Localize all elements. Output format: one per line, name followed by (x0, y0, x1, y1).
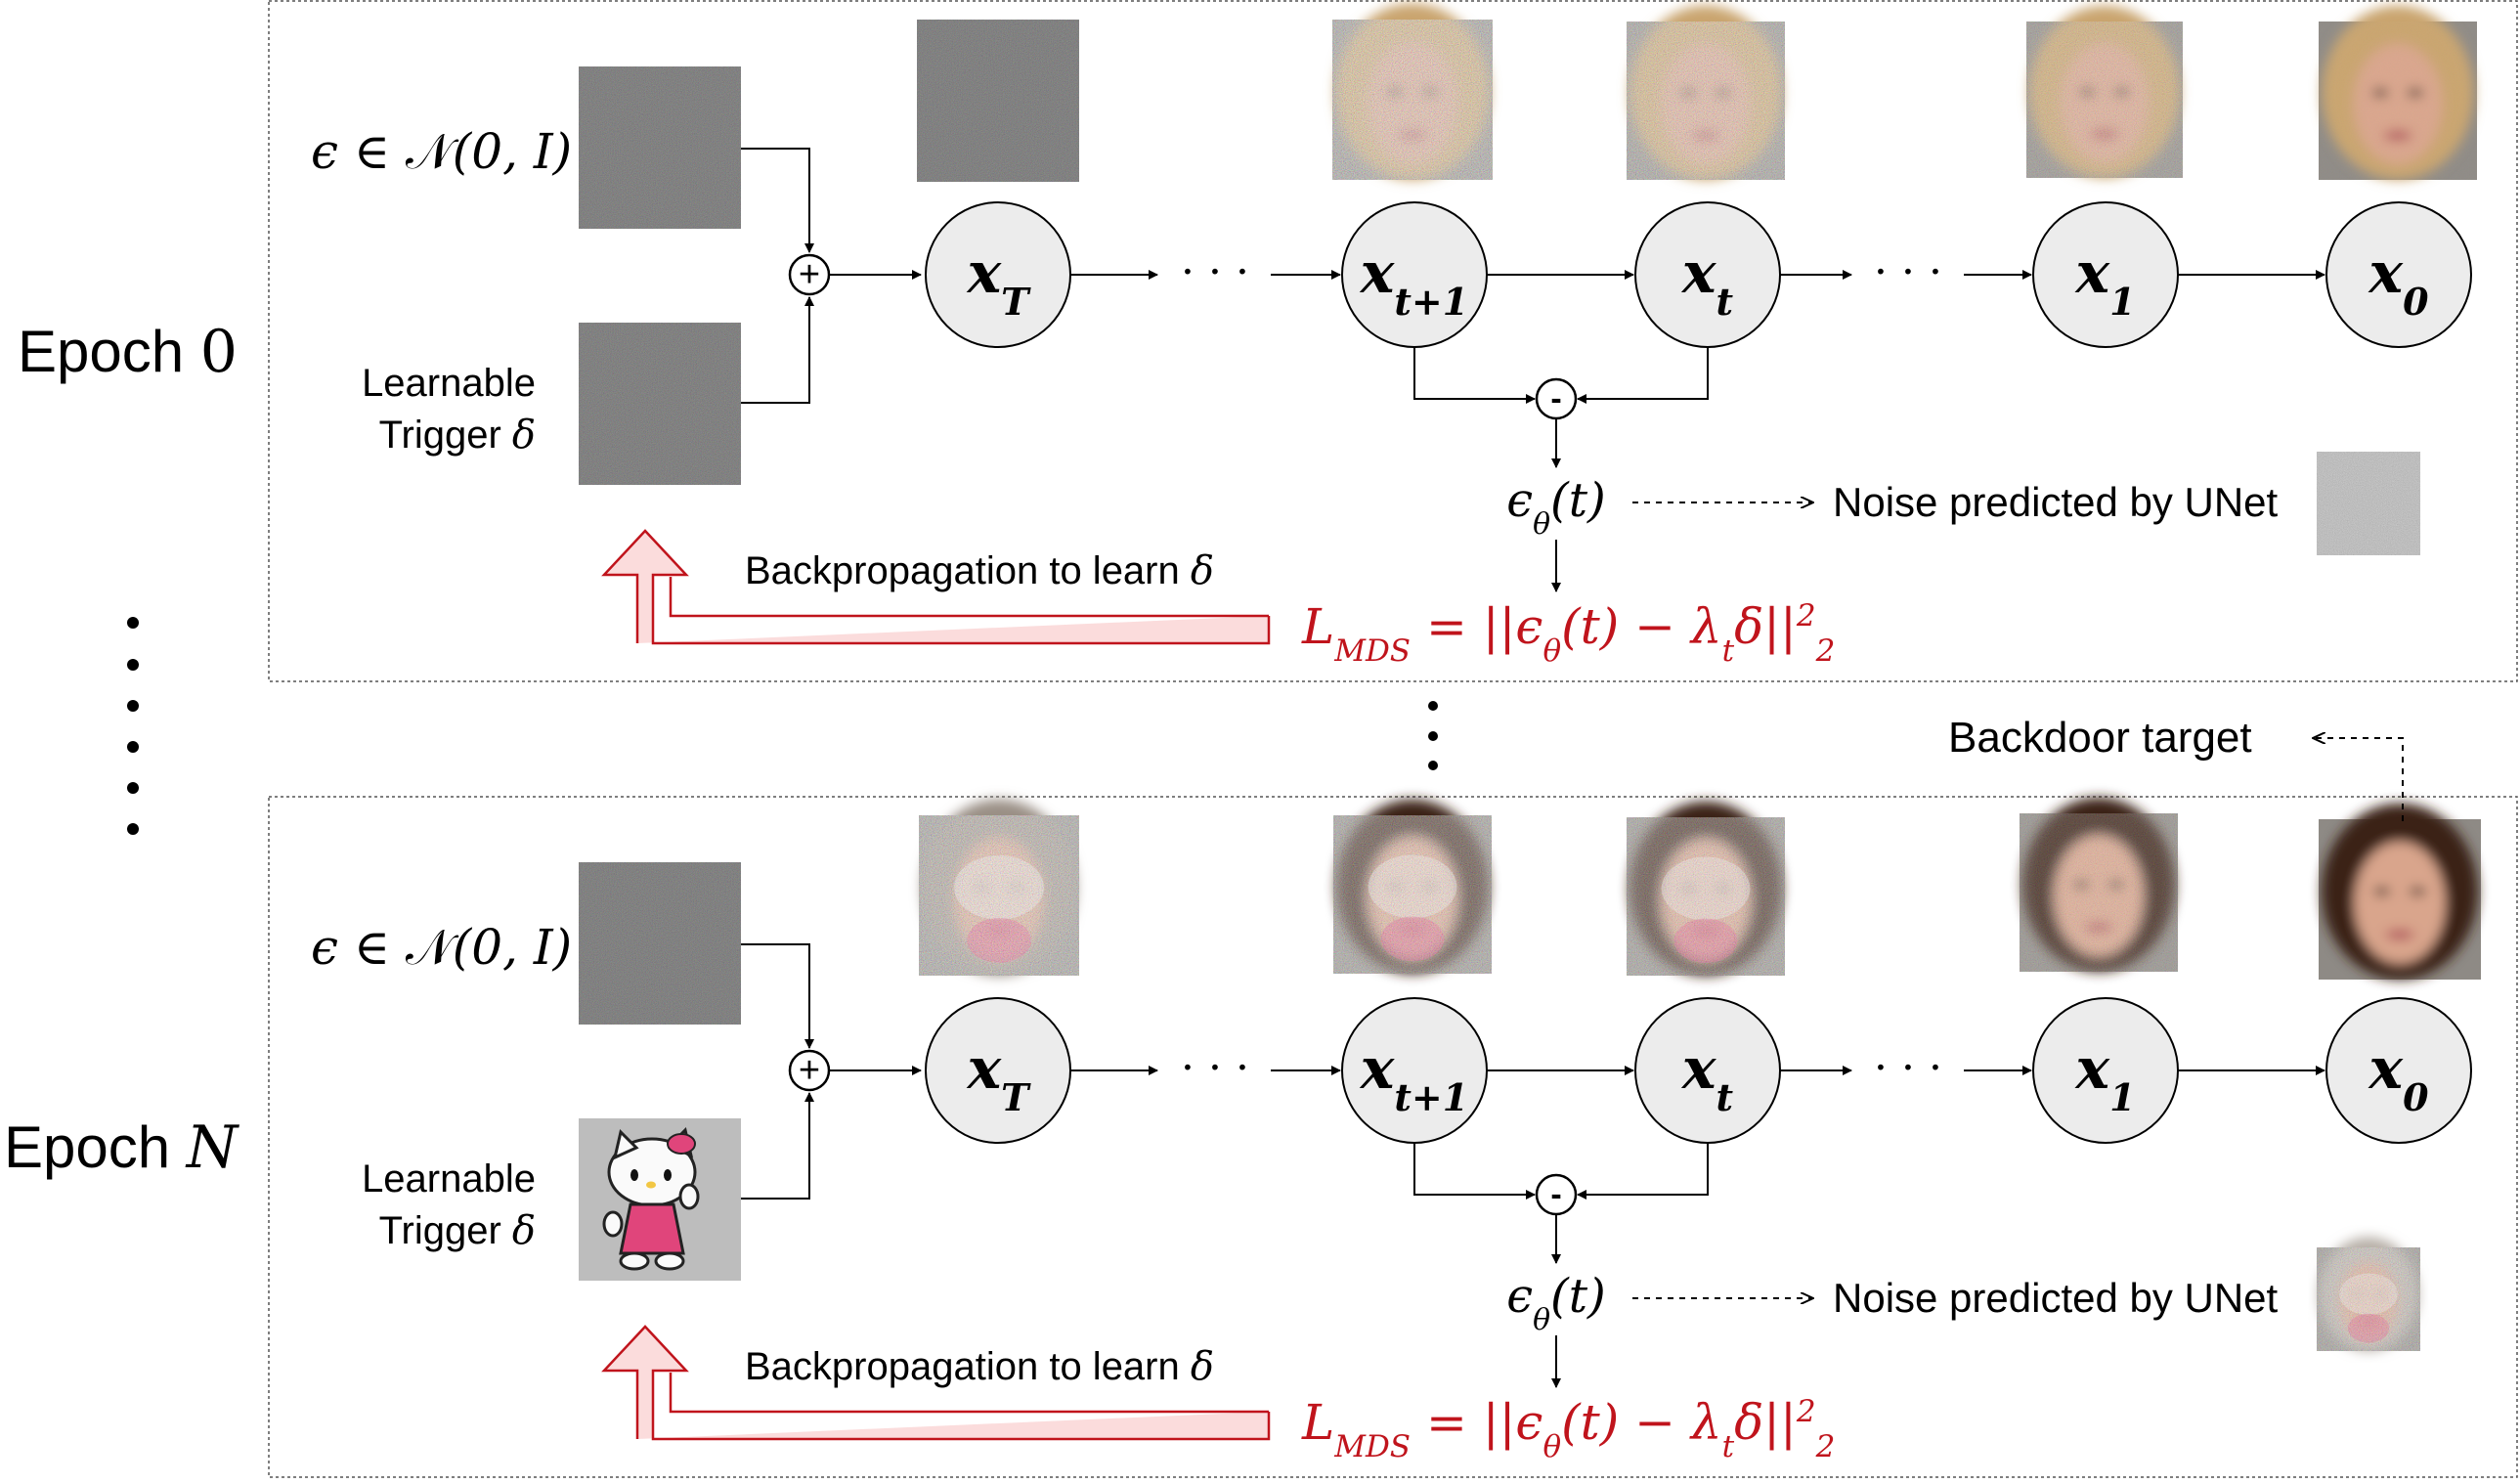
xt-to-diff-arrow (1577, 1143, 1709, 1200)
xt-to-diff-arrow (1577, 347, 1709, 404)
trigger-label-line2: Trigger δ (379, 1208, 536, 1253)
xt1-image-noise (1333, 815, 1492, 974)
node-label: x1 (2073, 240, 2135, 324)
x0-image-face (2322, 803, 2478, 980)
x0-image-noise (2319, 22, 2477, 180)
xt-image-noise (1627, 22, 1785, 180)
minus-symbol: - (1550, 1176, 1561, 1213)
loss-formula: LMDS = ||ϵθ(t) − λtδ||22 (1301, 598, 1835, 669)
trigger-image (602, 1127, 700, 1271)
plus-symbol: + (799, 1050, 820, 1091)
trigger-label: Learnable (362, 362, 536, 405)
predicted-noise-image-noise (2317, 1247, 2420, 1351)
node-label: x0 (2367, 1035, 2429, 1119)
epoch-separator-dots (127, 617, 139, 835)
noise-input-image (579, 862, 741, 1025)
trigger-image (579, 323, 741, 485)
noise-to-sum-arrow (741, 943, 814, 1049)
noise-distribution-label: ϵ ∈ 𝒩(0, I) (311, 123, 572, 180)
ellipsis-2: · · · (1874, 1043, 1942, 1093)
panel-separator-dots (1428, 701, 1438, 770)
predicted-noise-image (2317, 452, 2420, 555)
node-label: xt+1 (1359, 240, 1468, 324)
trigger-label-line2: Trigger δ (379, 413, 536, 458)
epoch-label: Epoch 0 (18, 318, 238, 386)
xt1-to-diff-arrow (1413, 347, 1536, 404)
xt-image-noise (1627, 817, 1785, 976)
noise-predicted-label: Noise predicted by UNet (1833, 479, 2279, 525)
loss-formula: LMDS = ||ϵθ(t) − λtδ||22 (1301, 1394, 1835, 1464)
node-label: x1 (2073, 1035, 2135, 1119)
eps-theta-label: ϵθ(t) (1506, 473, 1606, 542)
noise-to-sum-arrow (741, 148, 814, 253)
epoch-label: Epoch N (4, 1113, 240, 1182)
node-label: xt (1680, 240, 1734, 324)
xT-image (917, 20, 1079, 182)
x1-image-noise (2026, 22, 2183, 178)
panel-frame (268, 796, 2518, 1478)
node-label: xT (966, 1035, 1032, 1119)
ellipsis-1: · · · (1181, 1043, 1249, 1093)
trigger-label: Learnable (362, 1157, 536, 1200)
trigger-to-sum-arrow (741, 1092, 814, 1200)
noise-predicted-label: Noise predicted by UNet (1833, 1275, 2279, 1321)
xt1-to-diff-arrow (1413, 1143, 1536, 1200)
xT-image-noise (919, 815, 1079, 976)
backprop-block-arrow-inner (669, 577, 1269, 618)
minus-symbol: - (1550, 380, 1561, 417)
x1-image-noise (2020, 813, 2178, 972)
node-label: xt+1 (1359, 1035, 1468, 1119)
eps-theta-label: ϵθ(t) (1506, 1269, 1606, 1337)
xt1-image-noise (1332, 20, 1493, 180)
noise-distribution-label: ϵ ∈ 𝒩(0, I) (311, 919, 572, 976)
ellipsis-2: · · · (1874, 247, 1942, 297)
panel-frame (268, 0, 2518, 682)
ellipsis-1: · · · (1181, 247, 1249, 297)
backdoor-target-label: Backdoor target (1948, 714, 2252, 762)
node-label: x0 (2367, 240, 2429, 324)
node-label: xt (1680, 1035, 1734, 1119)
backprop-label: Backpropagation to learn δ (745, 548, 1214, 593)
backprop-block-arrow (601, 1325, 1271, 1441)
node-x0 (2325, 201, 2472, 348)
noise-input-image (579, 66, 741, 229)
backdoor-target-arrow (2313, 738, 2404, 821)
backprop-label: Backpropagation to learn δ (745, 1344, 1214, 1389)
node-x0 (2325, 997, 2472, 1144)
node-label: xT (966, 240, 1032, 324)
trigger-to-sum-arrow (741, 296, 814, 404)
plus-symbol: + (799, 254, 820, 295)
backprop-block-arrow-inner (669, 1373, 1269, 1414)
backprop-block-arrow (601, 529, 1271, 645)
